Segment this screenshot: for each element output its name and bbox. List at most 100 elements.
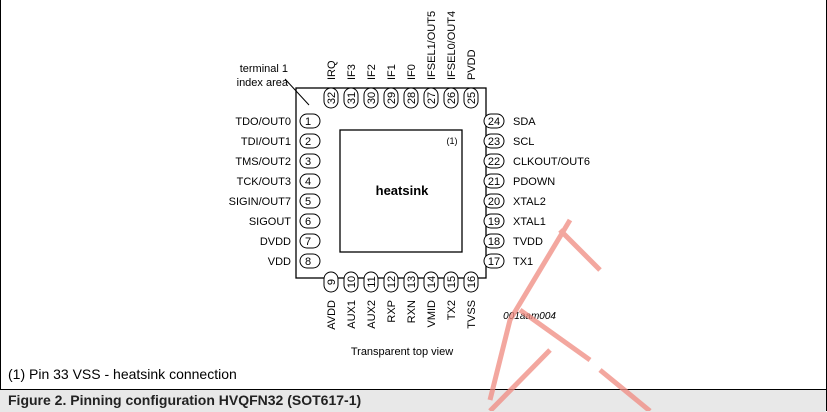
pinout-diagram: terminal 1 index area heatsink (1) 001aa…: [229, 11, 590, 358]
pin-number: 28: [406, 92, 418, 104]
pin-number: 21: [488, 176, 500, 188]
pin-pad-left: [299, 253, 321, 269]
pin-name: IF3: [346, 64, 358, 80]
pin-number: 31: [346, 92, 358, 104]
pin-name: CLKOUT/OUT6: [513, 156, 590, 168]
pin-number: 26: [446, 92, 458, 104]
pins-left-group: 1TDO/OUT02TDI/OUT13TMS/OUT24TCK/OUT35SIG…: [229, 113, 321, 269]
pin-name: XTAL2: [513, 196, 546, 208]
view-label: Transparent top view: [351, 346, 453, 358]
pin-name: DVDD: [260, 236, 291, 248]
figure-caption: Figure 2. Pinning configuration HVQFN32 …: [8, 392, 362, 408]
pin-name: SCL: [513, 136, 534, 148]
pin-name: VDD: [268, 256, 291, 268]
pin-name: AUX1: [346, 300, 358, 329]
pin-number: 4: [305, 176, 311, 188]
pin-name: XTAL1: [513, 216, 546, 228]
pin-number: 25: [466, 92, 478, 104]
footnote: (1) Pin 33 VSS - heatsink connection: [8, 366, 237, 382]
pin-number: 1: [305, 116, 311, 128]
heatsink-note: (1): [447, 136, 458, 146]
pin-pad-bottom: [463, 271, 479, 293]
terminal-index-pointer: [284, 78, 310, 106]
pin-name: IRQ: [326, 60, 338, 80]
pin-pad-top: [423, 87, 439, 109]
frame-left-border: [0, 0, 1, 390]
pin-name: TCK/OUT3: [237, 176, 291, 188]
pin-number: 14: [426, 276, 438, 288]
pin-number: 24: [488, 116, 500, 128]
diagram-code: 001aam004: [503, 311, 556, 322]
pin-name: TX2: [446, 300, 458, 320]
pin-pad-left: [299, 233, 321, 249]
terminal-label-1: terminal 1: [240, 63, 288, 75]
pin-pad-bottom: [423, 271, 439, 293]
pin-name: IF2: [366, 64, 378, 80]
pin-number: 17: [488, 256, 500, 268]
pin-number: 19: [488, 216, 500, 228]
pin-pad-top: [383, 87, 399, 109]
pin-number: 10: [346, 276, 358, 288]
pin-name: IFSEL0/OUT4: [446, 11, 458, 80]
pin-name: RXN: [406, 300, 418, 323]
pin-number: 5: [305, 196, 311, 208]
pin-pad-top: [323, 87, 339, 109]
pin-number: 27: [426, 92, 438, 104]
pin-number: 9: [326, 279, 338, 285]
pin-pad-right: [483, 133, 505, 149]
pin-name: TMS/OUT2: [235, 156, 291, 168]
pin-pad-bottom: [443, 271, 459, 293]
pin-number: 7: [305, 236, 311, 248]
pin-pad-bottom: [323, 271, 339, 293]
pin-number: 6: [305, 216, 311, 228]
pin-number: 30: [366, 92, 378, 104]
pin-number: 12: [386, 276, 398, 288]
pin-name: TDI/OUT1: [241, 136, 291, 148]
pin-number: 11: [366, 276, 378, 287]
pin-name: TVSS: [466, 300, 478, 329]
terminal-label-2: index area: [237, 77, 289, 89]
pin-name: PDOWN: [513, 176, 555, 188]
pin-number: 2: [305, 136, 311, 148]
pin-pad-left: [299, 213, 321, 229]
pins-bottom-group: 9AVDD10AUX111AUX212RXP13RXN14VMID15TX216…: [323, 271, 479, 330]
pin-name: AUX2: [366, 300, 378, 329]
pin-name: SDA: [513, 116, 536, 128]
pin-name: IF1: [386, 64, 398, 80]
pin-name: PVDD: [466, 49, 478, 80]
pin-number: 16: [466, 276, 478, 288]
pin-pad-right: [483, 113, 505, 129]
pin-name: VMID: [426, 300, 438, 328]
pin-name: TVDD: [513, 236, 543, 248]
pin-pad-left: [299, 193, 321, 209]
pin-pad-right: [483, 193, 505, 209]
pin-name: SIGOUT: [249, 216, 291, 228]
pin-number: 8: [305, 256, 311, 268]
pin-pad-top: [343, 87, 359, 109]
pins-right-group: 24 SDA 23 SCL 22 CLKOUT/OUT6 21 PDOWN 20 XTAL2 19 X…: [483, 113, 590, 269]
pin-number: 32: [326, 92, 338, 104]
pin-pad-left: [299, 113, 321, 129]
pins-top-group: 32IRQ31IF330IF229IF128IF027IFSEL1/OUT526…: [323, 11, 479, 109]
pin-name: TX1: [513, 256, 533, 268]
pin-number: 13: [406, 276, 418, 288]
pin-name: RXP: [386, 300, 398, 323]
pin-pad-bottom: [363, 271, 379, 293]
pin-pad-top: [403, 87, 419, 109]
pin-number: 15: [446, 276, 458, 288]
pin-pad-left: [299, 173, 321, 189]
pin-number: 22: [488, 156, 500, 168]
pin-pad-bottom: [383, 271, 399, 293]
pin-name: IF0: [406, 64, 418, 80]
pin-name: IFSEL1/OUT5: [426, 11, 438, 80]
pin-pad-bottom: [343, 271, 359, 293]
heatsink-label: heatsink: [376, 183, 430, 198]
pin-name: SIGIN/OUT7: [229, 196, 291, 208]
pin-number: 3: [305, 156, 311, 168]
pin-name: TDO/OUT0: [235, 116, 291, 128]
pin-number: 20: [488, 196, 500, 208]
pin-number: 23: [488, 136, 500, 148]
pin-pad-right: [483, 173, 505, 189]
pin-pad-top: [363, 87, 379, 109]
pin-pad-left: [299, 153, 321, 169]
